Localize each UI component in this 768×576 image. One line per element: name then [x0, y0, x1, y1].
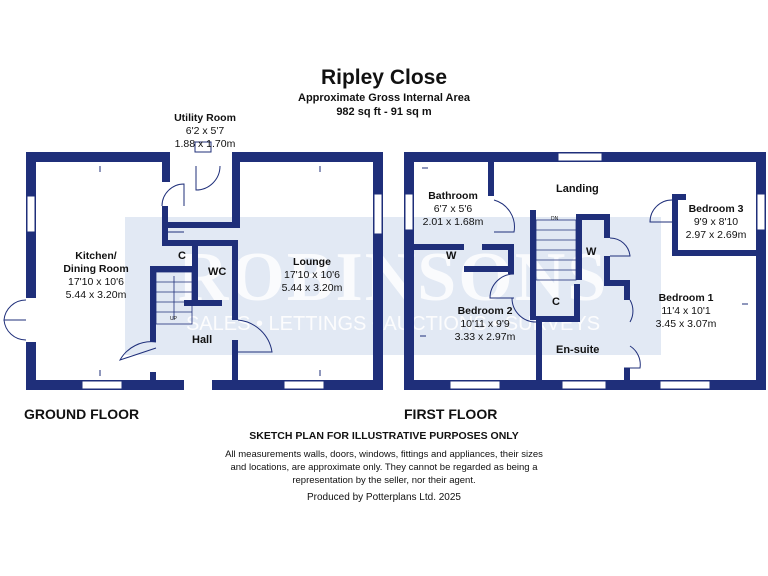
bathroom-wardrobe-label: W [446, 250, 457, 262]
utility-room-imperial: 6'2 x 5'7 [185, 125, 225, 137]
ensuite-label: En-suite [556, 344, 600, 356]
ground-floor-stairs [155, 271, 193, 325]
bedroom2-name: Bedroom 2 [457, 305, 513, 317]
bathroom-label: Bathroom 6'7 x 5'6 2.01 x 1.68m [418, 190, 488, 229]
first-floor-label: FIRST FLOOR [404, 406, 498, 422]
first-floor-windows [404, 152, 766, 390]
bedroom3-label: Bedroom 3 9'9 x 8'10 2.97 x 2.69m [680, 203, 752, 242]
kitchen-name-1: Kitchen/ [75, 250, 117, 262]
page-subtitle: Approximate Gross Internal Area [298, 92, 470, 104]
bedroom3-metric: 2.97 x 2.69m [685, 229, 747, 241]
watermark-tagline: SALES • LETTINGS • AUCTIONS • SURVEYS [186, 313, 600, 335]
lounge-metric: 5.44 x 3.20m [281, 282, 343, 294]
utility-room-name: Utility Room [174, 112, 236, 124]
lounge-name: Lounge [293, 256, 331, 268]
kitchen-metric: 5.44 x 3.20m [65, 289, 127, 301]
wc-label: WC [208, 266, 227, 278]
disclaimer: All measurements walls, doors, windows, … [225, 449, 543, 486]
first-floor-stairs [535, 219, 577, 281]
ceiling-markers [99, 166, 748, 376]
hall-label: Hall [192, 334, 213, 346]
bedroom2-imperial: 10'11 x 9'9 [460, 318, 510, 330]
bedroom1-metric: 3.45 x 3.07m [655, 318, 717, 330]
gf-stairs-up-label: UP [170, 316, 177, 322]
bedroom3-imperial: 9'9 x 8'10 [693, 216, 739, 228]
produced-by: Produced by Potterplans Ltd. 2025 [307, 492, 461, 503]
bedroom1-imperial: 11'4 x 10'1 [661, 305, 711, 317]
landing-label: Landing [556, 183, 599, 195]
page-title: Ripley Close [320, 66, 448, 89]
kitchen-label: Kitchen/ Dining Room 17'10 x 10'6 5.44 x… [46, 250, 146, 302]
utility-room-label: Utility Room 6'2 x 5'7 1.88 x 1.70m [160, 112, 250, 151]
bedroom2-label: Bedroom 2 10'11 x 9'9 3.33 x 2.97m [440, 305, 530, 344]
ff-cupboard-label: C [552, 296, 560, 308]
bedroom1-name: Bedroom 1 [658, 292, 714, 304]
bathroom-name: Bathroom [428, 190, 478, 202]
bedroom3-name: Bedroom 3 [688, 203, 744, 215]
kitchen-french-doors [3, 298, 38, 342]
ground-floor-label: GROUND FLOOR [24, 406, 140, 422]
lounge-label: Lounge 17'10 x 10'6 5.44 x 3.20m [262, 256, 362, 295]
gf-cupboard-label: C [178, 250, 186, 262]
landing-wardrobe-label: W [586, 246, 597, 258]
ground-floor-windows [26, 141, 383, 390]
kitchen-name-2: Dining Room [63, 263, 129, 275]
ground-floor-doors [118, 165, 273, 361]
bathroom-imperial: 6'7 x 5'6 [433, 203, 473, 215]
first-floor-doors [489, 199, 673, 369]
sketch-notice: SKETCH PLAN FOR ILLUSTRATIVE PURPOSES ON… [249, 430, 519, 442]
ff-stairs-down-label: DN [551, 216, 559, 222]
kitchen-imperial: 17'10 x 10'6 [68, 276, 124, 288]
gross-area: 982 sq ft - 91 sq m [336, 106, 432, 118]
lounge-imperial: 17'10 x 10'6 [284, 269, 340, 281]
utility-room-metric: 1.88 x 1.70m [174, 138, 236, 150]
bathroom-metric: 2.01 x 1.68m [422, 216, 484, 228]
bedroom1-label: Bedroom 1 11'4 x 10'1 3.45 x 3.07m [646, 292, 726, 331]
bedroom2-metric: 3.33 x 2.97m [454, 331, 516, 343]
